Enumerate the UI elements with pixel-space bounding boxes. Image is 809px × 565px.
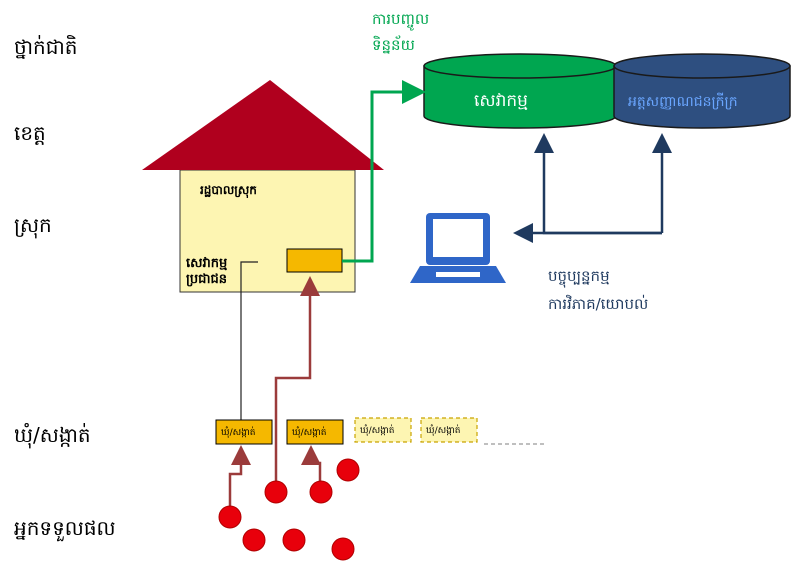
beneficiary-dot — [331, 537, 355, 561]
data-entry-label: ការបញ្ចូល ទិន្នន័យ — [372, 6, 429, 58]
beneficiary-dot — [309, 480, 333, 504]
commune-box-4-label: ឃុំ/សង្កាត់ — [426, 426, 461, 436]
beneficiary-group — [218, 458, 360, 561]
data-entry-arrow — [342, 80, 426, 263]
level-province-label: ខេត្ត — [14, 121, 46, 145]
analysis-label: បច្ចុប្បន្នកម្ម ការវិភាគ/យោបល់ — [548, 262, 648, 318]
beneficiary-dot — [282, 528, 306, 552]
commune-box-4 — [420, 417, 478, 443]
commune-link-line — [240, 261, 258, 420]
archive-db-label: អត្តសញ្ញាណជនក្រីក្រ — [628, 94, 738, 110]
feedback-arrow-service — [534, 133, 662, 235]
level-beneficiary-label: អ្នកទទួលផល — [14, 516, 116, 540]
service-database — [423, 53, 617, 129]
house-service-line1: សេវាកម្ម — [186, 256, 228, 271]
commune-box-3 — [354, 417, 412, 443]
archive-database — [613, 53, 791, 129]
service-box — [286, 248, 343, 273]
beneficiary-arrow-1 — [228, 445, 251, 508]
beneficiary-dot — [264, 480, 288, 504]
analysis-label-line1: បច្ចុប្បន្នកម្ម — [548, 267, 610, 285]
level-commune-label: ឃុំ/សង្កាត់ — [14, 423, 91, 447]
beneficiary-arrow-2 — [301, 445, 322, 485]
level-national-label: ថ្នាក់ជាតិ — [14, 35, 78, 59]
analysis-label-line2: ការវិភាគ/យោបល់ — [548, 295, 649, 313]
beneficiary-dot — [218, 505, 242, 529]
level-district-label: ស្រុក — [14, 213, 52, 237]
beneficiary-dot — [336, 458, 360, 482]
laptop-icon — [410, 213, 506, 283]
data-entry-label-line1: ការបញ្ចូល — [372, 10, 430, 28]
beneficiary-route-arrow — [274, 276, 320, 490]
data-entry-label-line2: ទិន្នន័យ — [372, 36, 415, 54]
commune-box-3-label: ឃុំ/សង្កាត់ — [360, 426, 395, 436]
house-service-label: សេវាកម្ម ប្រជាជន — [186, 256, 227, 288]
commune-box-2 — [286, 419, 344, 445]
house-title: រដ្ឋបាលស្រុក — [200, 183, 257, 197]
commune-box-1 — [215, 419, 273, 445]
commune-box-2-label: ឃុំ/សង្កាត់ — [292, 428, 327, 438]
beneficiary-dot — [242, 528, 266, 552]
service-db-label: សេវាកម្ម — [474, 91, 528, 111]
commune-box-1-label: ឃុំ/សង្កាត់ — [221, 428, 256, 438]
house-service-line2: ប្រជាជន — [186, 272, 228, 287]
